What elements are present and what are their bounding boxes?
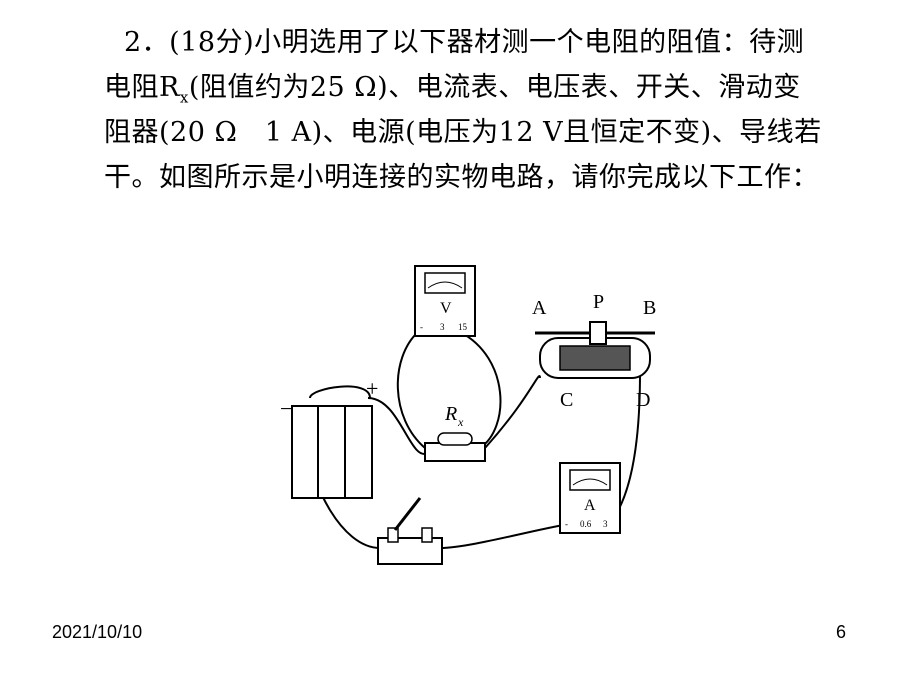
resistor-sub: x xyxy=(457,415,464,429)
voltmeter-terminal-3: 3 xyxy=(440,322,445,332)
ammeter: A - 0.6 3 xyxy=(559,462,621,534)
switch xyxy=(377,497,443,565)
problem-line-2-end: (阻值约为25 Ω)、电流表、电压表、开关、滑动变 xyxy=(188,72,801,103)
subscript-x: x xyxy=(179,88,189,107)
ammeter-symbol: A xyxy=(584,497,596,514)
ammeter-terminal-minus: - xyxy=(565,519,568,529)
voltmeter-terminal-minus: - xyxy=(420,322,423,332)
resistor-rx: R x xyxy=(424,403,486,462)
problem-text: 2．(18分)小明选用了以下器材测一个电阻的阻值：待测 电阻Rx(阻值约为25 … xyxy=(104,20,864,200)
terminal-B-label: B xyxy=(643,297,656,319)
terminal-D-label: D xyxy=(636,389,650,411)
rheostat: A P B C D xyxy=(532,291,656,411)
wire-ammeter-switch xyxy=(439,522,576,549)
problem-line-4: 干。如图所示是小明连接的实物电路，请你完成以下工作： xyxy=(104,162,819,193)
terminal-A-label: A xyxy=(532,297,547,319)
footer-date: 2021/10/10 xyxy=(52,622,143,642)
problem-line-2: 电阻Rx(阻值约为25 Ω)、电流表、电压表、开关、滑动变 xyxy=(104,65,864,110)
wire-voltmeter-right xyxy=(459,331,502,449)
wire-battery-top xyxy=(309,385,371,399)
wire-voltmeter-left xyxy=(396,331,426,449)
problem-line-3: 阻器(20 Ω 1 A)、电源(电压为12 V且恒定不变)、导线若 xyxy=(104,117,822,148)
voltmeter-symbol: V xyxy=(440,300,452,317)
ammeter-terminal-3: 3 xyxy=(603,519,608,529)
page-number: 6 xyxy=(836,622,847,642)
problem-line-2-start: 电阻R xyxy=(104,72,180,103)
voltmeter-terminal-15: 15 xyxy=(458,322,468,332)
battery: − + xyxy=(280,376,378,499)
battery-plus: + xyxy=(366,376,378,401)
voltmeter: V - 3 15 xyxy=(414,265,476,337)
wire-resistor-rheostat xyxy=(484,375,541,449)
resistor-label: R xyxy=(444,403,457,425)
circuit-diagram: V - 3 15 A P B C D R x − + A - 0.6 3 xyxy=(280,265,656,565)
wire-battery-plus xyxy=(367,397,429,455)
ammeter-terminal-0.6: 0.6 xyxy=(580,519,592,529)
battery-minus: − xyxy=(280,396,292,421)
terminal-C-label: C xyxy=(560,389,573,411)
problem-line-1: 2．(18分)小明选用了以下器材测一个电阻的阻值：待测 xyxy=(124,27,805,58)
slider-P-label: P xyxy=(593,291,604,313)
